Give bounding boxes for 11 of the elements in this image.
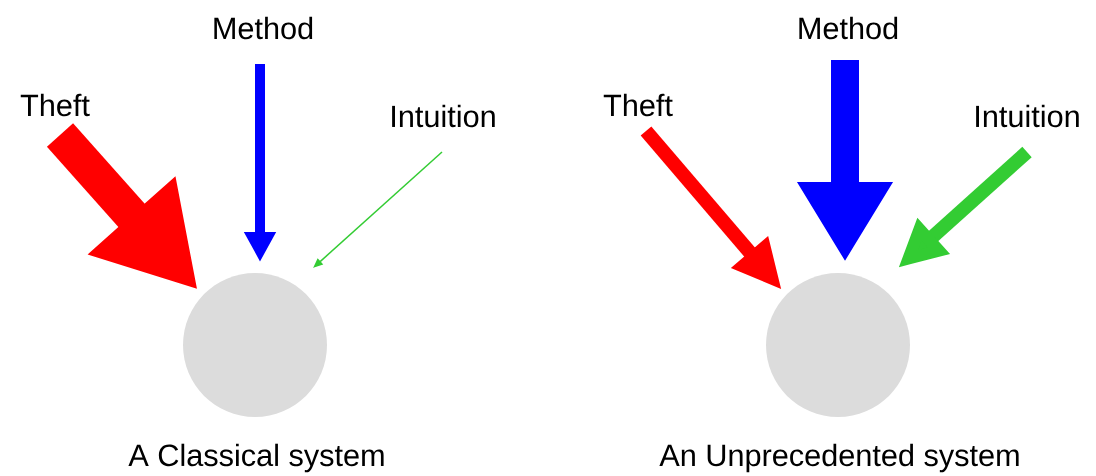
source-label: Method — [799, 16, 898, 40]
circle — [183, 273, 327, 417]
source-label: Method — [214, 16, 313, 40]
source-label: Theft — [20, 93, 90, 117]
source-label: Theft — [603, 93, 673, 117]
caption-text: A Classical system — [128, 443, 384, 473]
source-label: Intuition — [976, 104, 1079, 128]
circle — [766, 273, 910, 417]
caption-text: An Unprecedented system — [659, 443, 1019, 473]
source-label: Intuition — [392, 104, 495, 128]
arrow — [313, 151, 443, 268]
